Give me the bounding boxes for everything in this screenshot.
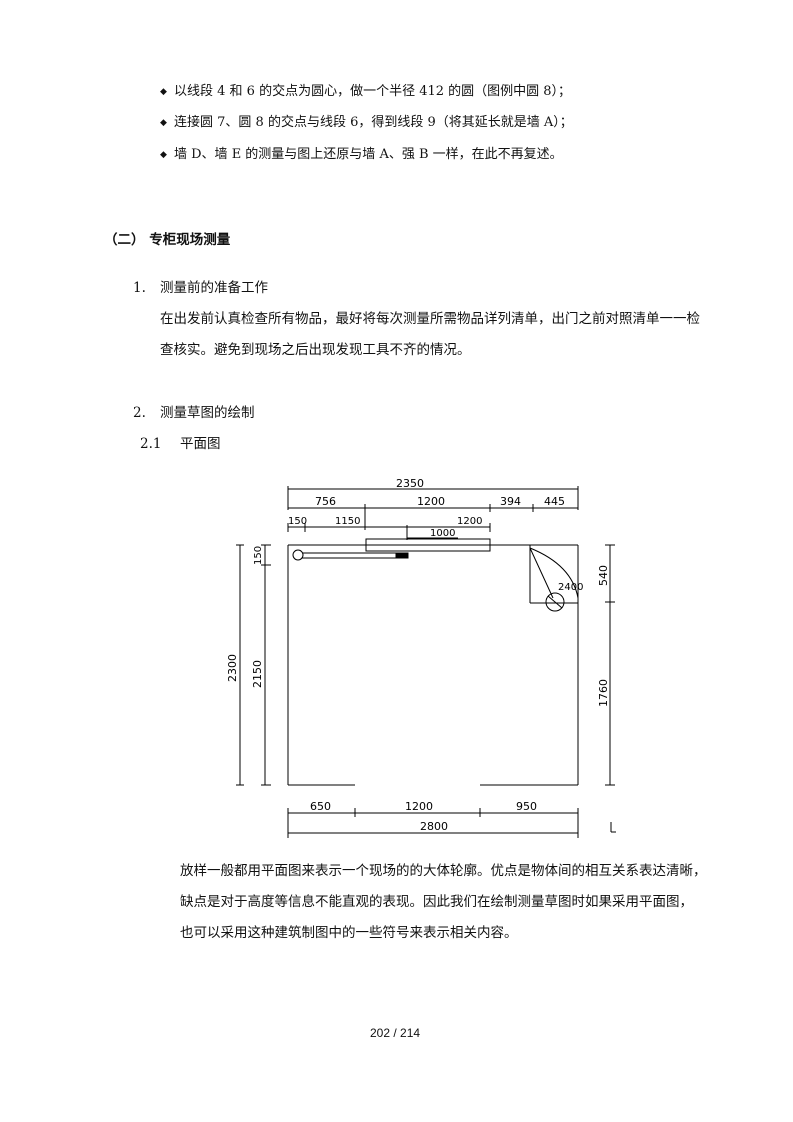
door-circle xyxy=(545,592,565,612)
dim-top-2: 1200 xyxy=(417,495,445,508)
bullet-text: 墙 D、墙 E 的测量与图上还原与墙 A、强 B 一样，在此不再复述。 xyxy=(174,147,563,162)
item-title: 测量草图的绘制 xyxy=(160,405,255,421)
item-number: 1. xyxy=(133,280,146,296)
paragraph-line: 查核实。避免到现场之后出现发现工具不齐的情况。 xyxy=(160,342,471,358)
bullet-item: ◆ 连接圆 7、圆 8 的交点与线段 6，得到线段 9（将其延长就是墙 A）； xyxy=(160,114,573,132)
bullet-item: ◆ 以线段 4 和 6 的交点为圆心，做一个半径 412 的圆（图例中圆 8）； xyxy=(160,83,571,101)
bullet-item: ◆ 墙 D、墙 E 的测量与图上还原与墙 A、强 B 一样，在此不再复述。 xyxy=(160,146,563,164)
dim-right-bottom: 1760 xyxy=(597,679,610,707)
page-number: 202 / 214 xyxy=(370,1026,421,1040)
diamond-bullet-icon: ◆ xyxy=(160,118,167,128)
dim-bottom-1: 650 xyxy=(310,800,331,813)
dim-left-outer: 2300 xyxy=(226,654,239,682)
dim-top2-2: 1150 xyxy=(335,516,360,527)
dim-left-inner: 2150 xyxy=(251,660,264,688)
dim-top2-3: 1200 xyxy=(457,516,482,527)
window-box xyxy=(365,538,491,552)
item-number: 2. xyxy=(133,405,146,421)
paragraph-line: 放样一般都用平面图来表示一个现场的的大体轮廓。优点是物体间的相互关系表达清晰， xyxy=(180,863,707,879)
subitem-title: 平面图 xyxy=(180,436,221,452)
paragraph-line: 也可以采用这种建筑制图中的一些符号来表示相关内容。 xyxy=(180,925,518,941)
section-heading: （二） 专柜现场测量 xyxy=(104,232,231,248)
bullet-text: 以线段 4 和 6 的交点为圆心，做一个半径 412 的圆（图例中圆 8）； xyxy=(174,84,572,99)
dim-right-top: 540 xyxy=(597,565,610,586)
door-label: 2400 xyxy=(558,582,583,593)
paragraph-line: 在出发前认真检查所有物品，最好将每次测量所需物品详列清单，出门之前对照清单一一检 xyxy=(160,311,700,327)
subitem-number: 2.1 xyxy=(140,436,162,452)
dim-bottom-2: 1200 xyxy=(405,800,433,813)
item-title: 测量前的准备工作 xyxy=(160,280,268,296)
diamond-bullet-icon: ◆ xyxy=(160,150,167,160)
diamond-bullet-icon: ◆ xyxy=(160,87,167,97)
dim-top-3: 394 xyxy=(500,495,521,508)
dim-top-total: 2350 xyxy=(396,477,424,490)
dim-window: 1000 xyxy=(430,528,455,539)
dim-top-1: 756 xyxy=(315,495,336,508)
pipe-circle xyxy=(292,549,304,561)
dim-bottom-total: 2800 xyxy=(420,820,448,833)
dim-bottom-3: 950 xyxy=(516,800,537,813)
dim-left-inner-top: 150 xyxy=(253,546,264,565)
dim-top-4: 445 xyxy=(544,495,565,508)
paragraph-line: 缺点是对于高度等信息不能直观的表现。因此我们在绘制测量草图时如果采用平面图， xyxy=(180,894,693,910)
bullet-text: 连接圆 7、圆 8 的交点与线段 6，得到线段 9（将其延长就是墙 A）； xyxy=(174,115,573,130)
dim-top2-1: 150 xyxy=(288,516,307,527)
